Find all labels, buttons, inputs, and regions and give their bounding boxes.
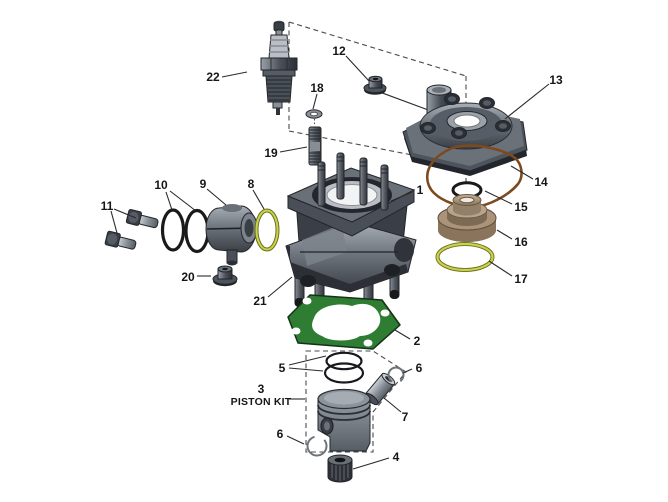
callout-16: 16	[514, 235, 528, 249]
callout-3: 3	[258, 382, 265, 396]
bearing-4	[327, 454, 353, 483]
callout-8: 8	[248, 177, 255, 191]
stud-19	[308, 126, 322, 166]
callout-22: 22	[206, 70, 220, 84]
cylinder	[285, 152, 417, 309]
oring-8	[254, 208, 280, 252]
callout-6-lower: 6	[277, 427, 284, 441]
callout-6-upper: 6	[416, 361, 423, 375]
cylinder-head	[402, 84, 528, 176]
callout-11: 11	[101, 199, 114, 213]
callout-labels: 22 12 18 19 13 14 15 16 17 1 10 9 8 11 2…	[101, 44, 563, 464]
flange-nut-20	[212, 265, 238, 287]
head-nuts	[420, 93, 511, 139]
callout-20: 20	[181, 270, 195, 284]
circlip-6-upper	[387, 366, 405, 384]
piston-kit-box	[305, 350, 407, 453]
circlip-6-lower	[306, 435, 328, 457]
piston	[317, 388, 371, 452]
spark-plug	[260, 20, 298, 115]
oring-17	[435, 242, 495, 272]
base-gasket-2	[287, 294, 401, 350]
flange-nut-12	[363, 75, 432, 112]
power-valve-9	[205, 204, 258, 266]
callout-9: 9	[200, 177, 207, 191]
callout-12: 12	[332, 44, 346, 58]
callout-21: 21	[253, 294, 267, 308]
cylinder-top-studs	[317, 152, 389, 211]
callout-19: 19	[264, 146, 278, 160]
callout-18: 18	[310, 81, 324, 95]
orings-10	[160, 208, 210, 254]
head-oring-14	[425, 144, 523, 209]
callout-17: 17	[514, 272, 528, 286]
leader-lines	[110, 55, 550, 470]
callout-15: 15	[514, 200, 528, 214]
callout-7: 7	[402, 410, 409, 424]
callout-13: 13	[549, 73, 563, 87]
piston-kit-label: PISTON KIT	[231, 396, 292, 408]
piston-rings-5	[323, 351, 365, 384]
bolts-11	[104, 209, 159, 250]
washer-18	[305, 109, 323, 126]
head-insert-16	[437, 194, 497, 242]
callout-4: 4	[393, 450, 400, 464]
callout-14: 14	[534, 175, 548, 189]
callout-1: 1	[417, 183, 424, 197]
callout-10: 10	[154, 178, 168, 192]
callout-2: 2	[414, 334, 421, 348]
callout-5: 5	[279, 361, 286, 375]
